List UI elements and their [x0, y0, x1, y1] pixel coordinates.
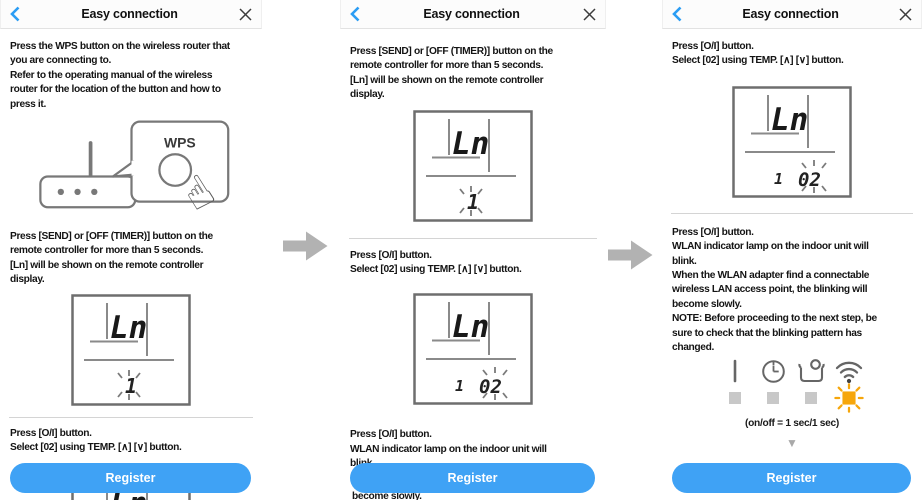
divider	[671, 212, 913, 214]
instruction-text: Press [SEND] or [OFF (TIMER)] button on …	[350, 46, 553, 101]
instruction-text: Press [O/I] button. Select [02] using TE…	[672, 41, 844, 67]
router-body	[38, 175, 136, 209]
register-button[interactable]: Register	[350, 463, 595, 493]
power-indicator-icon	[722, 357, 748, 385]
power-lamp	[716, 357, 754, 409]
instruction-text: Press [O/I] button. Select [02] using TE…	[350, 249, 522, 276]
lamp-blinking-square	[834, 383, 864, 414]
blink-rate-caption: (on/off = 1 sec/1 sec)	[745, 418, 839, 430]
indicator-lamps-row	[662, 357, 922, 414]
instruction-text: Press [SEND] or [OFF (TIMER)] button on …	[10, 231, 213, 286]
wlan-lamp	[830, 357, 868, 414]
instruction-text: Press [O/I] button. Select [02] using TE…	[10, 427, 182, 454]
close-button[interactable]	[899, 7, 912, 21]
basket-indicator-icon	[797, 357, 825, 385]
page-title: Easy connection	[742, 7, 839, 21]
screen-step-3: Easy connection Press [O/I] button. Sele…	[662, 0, 922, 500]
lamp-off-square	[767, 392, 779, 405]
header: Easy connection	[662, 0, 922, 29]
close-icon	[899, 7, 912, 21]
lamp-off-square	[729, 392, 741, 405]
register-button[interactable]: Register	[672, 463, 911, 493]
basket-lamp	[792, 357, 830, 409]
cutoff-text: become slowly.	[352, 491, 422, 500]
wps-label: WPS	[163, 135, 195, 151]
timer-lamp	[754, 357, 792, 409]
divider	[349, 237, 597, 239]
lcd-display-ln-blinking-1	[0, 294, 262, 406]
lcd-display-ln-1-02-blinking	[662, 86, 922, 198]
chevron-left-icon	[10, 6, 20, 22]
next-step-arrow-icon	[608, 239, 654, 276]
lcd-display-ln-blinking-1	[340, 110, 606, 222]
instruction-text: Press the WPS button on the wireless rou…	[10, 41, 230, 110]
header: Easy connection	[340, 0, 606, 29]
timer-indicator-icon	[760, 357, 787, 385]
next-step-arrow-icon	[283, 230, 329, 267]
instruction-text: Press [O/I] button. WLAN indicator lamp …	[672, 226, 877, 354]
lcd-display-ln-1-02-blinking	[340, 293, 606, 405]
close-button[interactable]	[583, 7, 596, 21]
page-title: Easy connection	[81, 7, 178, 21]
header: Easy connection	[0, 0, 262, 29]
register-button[interactable]: Register	[10, 463, 251, 493]
page-title: Easy connection	[423, 7, 520, 21]
lamp-off-square	[805, 392, 817, 405]
wps-button-circle	[157, 153, 192, 187]
more-indicator-icon: ▼	[786, 436, 798, 451]
back-button[interactable]	[672, 6, 682, 22]
back-button[interactable]	[10, 6, 20, 22]
close-button[interactable]	[239, 7, 252, 21]
wps-router-illustration: WPS ☝	[0, 117, 262, 210]
chevron-left-icon	[672, 6, 682, 22]
close-icon	[583, 7, 596, 21]
instruction-text: Press [O/I] button. WLAN indicator lamp …	[350, 429, 547, 469]
wifi-indicator-icon	[834, 357, 864, 385]
screen-step-1: Easy connection Press the WPS button on …	[0, 0, 262, 500]
divider	[9, 416, 253, 418]
back-button[interactable]	[350, 6, 360, 22]
screen-step-2: Easy connection Press [SEND] or [OFF (TI…	[340, 0, 606, 500]
chevron-left-icon	[350, 6, 360, 22]
close-icon	[239, 7, 252, 21]
